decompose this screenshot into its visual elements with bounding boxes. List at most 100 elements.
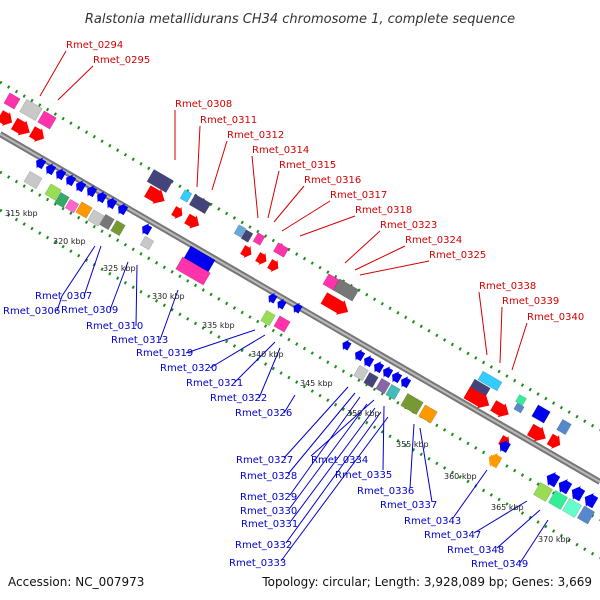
gene-box[interactable] (332, 278, 360, 302)
reverse-gene-label[interactable]: Rmet_0328 (240, 471, 297, 482)
reverse-gene-label[interactable]: Rmet_0335 (335, 470, 392, 481)
gene-box[interactable] (556, 418, 572, 436)
gene-box[interactable] (233, 224, 247, 238)
forward-gene-label[interactable]: Rmet_0312 (227, 130, 284, 141)
gene-arrow[interactable] (398, 374, 412, 390)
gene-box[interactable] (533, 482, 553, 502)
gene-arrow[interactable] (94, 189, 108, 205)
reverse-gene-label[interactable]: Rmet_0349 (471, 559, 528, 570)
gene-arrow[interactable] (10, 116, 34, 140)
gene-box[interactable] (75, 201, 93, 219)
reverse-gene-label[interactable]: Rmet_0333 (229, 558, 286, 569)
gene-box[interactable] (400, 393, 424, 415)
reverse-gene-label[interactable]: Rmet_0329 (240, 492, 297, 503)
gene-box[interactable] (272, 242, 290, 258)
gene-box[interactable] (418, 404, 438, 424)
gene-arrow[interactable] (63, 172, 77, 188)
gene-arrow[interactable] (170, 204, 186, 221)
gene-arrow[interactable] (266, 257, 282, 274)
gene-arrow[interactable] (84, 183, 98, 199)
gene-arrow[interactable] (104, 195, 118, 211)
gene-arrow[interactable] (115, 201, 129, 217)
gene-box[interactable] (375, 377, 391, 395)
gene-box[interactable] (175, 256, 211, 286)
reverse-gene-label[interactable]: Rmet_0348 (447, 545, 504, 556)
gene-box[interactable] (513, 402, 525, 414)
gene-arrow[interactable] (496, 437, 512, 454)
forward-gene-label[interactable]: Rmet_0311 (200, 115, 257, 126)
gene-arrow[interactable] (555, 476, 573, 496)
reverse-gene-label[interactable]: Rmet_0347 (424, 530, 481, 541)
gene-box[interactable] (531, 404, 551, 424)
forward-gene-label[interactable]: Rmet_0325 (429, 250, 486, 261)
gene-box[interactable] (19, 99, 43, 121)
gene-arrow[interactable] (43, 161, 57, 177)
reverse-gene-label[interactable]: Rmet_0306 (3, 306, 60, 317)
reverse-gene-label[interactable]: Rmet_0332 (235, 540, 292, 551)
gene-box[interactable] (477, 370, 503, 392)
gene-box[interactable] (385, 383, 401, 401)
gene-arrow[interactable] (0, 109, 16, 130)
reverse-gene-label[interactable]: Rmet_0309 (61, 305, 118, 316)
gene-box[interactable] (273, 315, 291, 333)
gene-box[interactable] (54, 191, 70, 209)
reverse-gene-label[interactable]: Rmet_0327 (236, 455, 293, 466)
reverse-gene-label[interactable]: Rmet_0313 (111, 335, 168, 346)
forward-gene-label[interactable]: Rmet_0323 (380, 220, 437, 231)
reverse-gene-label[interactable]: Rmet_0330 (240, 506, 297, 517)
gene-box[interactable] (110, 219, 126, 237)
reverse-gene-label[interactable]: Rmet_0307 (35, 291, 92, 302)
gene-arrow[interactable] (485, 450, 503, 470)
gene-box[interactable] (562, 498, 582, 518)
reverse-gene-label[interactable]: Rmet_0326 (235, 408, 292, 419)
gene-arrow[interactable] (291, 301, 304, 315)
gene-arrow[interactable] (526, 422, 550, 446)
gene-box[interactable] (240, 229, 254, 243)
reverse-gene-label[interactable]: Rmet_0336 (357, 486, 414, 497)
gene-box[interactable] (260, 309, 276, 327)
reverse-gene-label[interactable]: Rmet_0331 (241, 519, 298, 530)
gene-arrow[interactable] (28, 125, 48, 146)
gene-arrow[interactable] (73, 178, 87, 194)
gene-arrow[interactable] (462, 385, 493, 413)
forward-gene-label[interactable]: Rmet_0339 (502, 296, 559, 307)
gene-box[interactable] (87, 209, 105, 227)
gene-box[interactable] (44, 183, 62, 201)
gene-box[interactable] (363, 371, 379, 389)
gene-arrow[interactable] (340, 338, 353, 352)
gene-arrow[interactable] (371, 359, 385, 375)
forward-gene-label[interactable]: Rmet_0318 (355, 205, 412, 216)
gene-arrow[interactable] (581, 490, 599, 510)
gene-arrow[interactable] (352, 347, 366, 363)
gene-arrow[interactable] (266, 291, 279, 305)
gene-arrow[interactable] (239, 243, 255, 260)
forward-gene-label[interactable]: Rmet_0315 (279, 160, 336, 171)
gene-box[interactable] (188, 193, 212, 215)
gene-arrow[interactable] (254, 250, 270, 267)
gene-arrow[interactable] (389, 369, 403, 385)
gene-arrow[interactable] (320, 291, 353, 320)
reverse-gene-label[interactable]: Rmet_0319 (136, 348, 193, 359)
gene-arrow[interactable] (543, 469, 561, 489)
gene-arrow[interactable] (489, 399, 513, 422)
gene-box[interactable] (179, 189, 193, 203)
gene-box[interactable] (99, 213, 115, 231)
gene-arrow[interactable] (53, 166, 67, 182)
forward-gene-label[interactable]: Rmet_0308 (175, 99, 232, 110)
gene-box[interactable] (37, 110, 57, 130)
gene-arrow[interactable] (361, 353, 375, 369)
gene-box[interactable] (353, 364, 369, 382)
gene-box[interactable] (139, 235, 155, 251)
forward-gene-label[interactable]: Rmet_0317 (330, 190, 387, 201)
gene-box[interactable] (3, 92, 21, 110)
forward-gene-label[interactable]: Rmet_0314 (252, 145, 309, 156)
gene-box[interactable] (515, 394, 527, 406)
gene-arrow[interactable] (33, 155, 47, 171)
gene-box[interactable] (576, 505, 596, 525)
forward-gene-label[interactable]: Rmet_0338 (479, 281, 536, 292)
gene-arrow[interactable] (143, 184, 169, 209)
forward-gene-label[interactable]: Rmet_0340 (527, 312, 584, 323)
forward-gene-label[interactable]: Rmet_0316 (304, 175, 361, 186)
gene-arrow[interactable] (275, 297, 288, 311)
forward-gene-label[interactable]: Rmet_0295 (93, 55, 150, 66)
